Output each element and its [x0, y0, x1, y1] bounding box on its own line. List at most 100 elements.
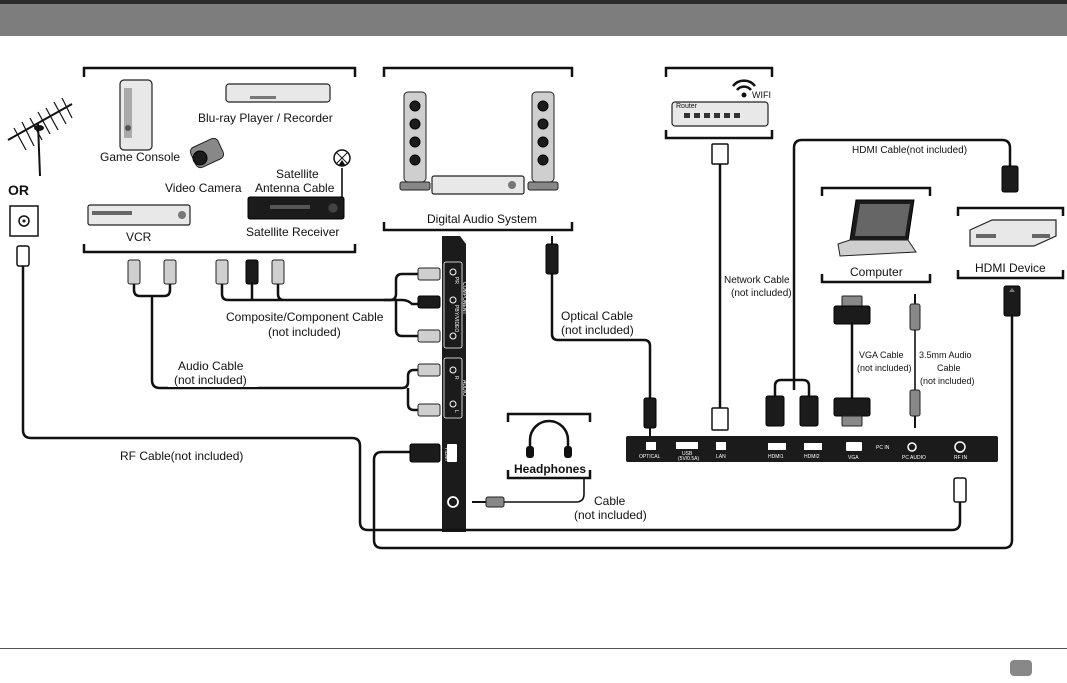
side-audio-label: AUDIO	[461, 380, 467, 396]
antenna-icon	[7, 97, 73, 177]
network-cable-label-2: (not included)	[731, 288, 792, 299]
hdmi-device-label: HDMI Device	[975, 261, 1046, 275]
bluray-player-icon	[225, 83, 331, 103]
rear-usb-sub-label: (5V/0.5A)	[678, 456, 699, 462]
rf-plug-rear-icon	[953, 477, 967, 503]
laptop-icon	[837, 199, 917, 257]
headphone-plug-icon	[472, 496, 505, 508]
headphone-cable-label-2: (not included)	[574, 508, 647, 522]
vga-plug-top-icon	[833, 295, 871, 325]
side-r-label: R	[453, 376, 459, 380]
rear-lan-label: LAN	[716, 454, 726, 460]
audio-35-plug-top-icon	[909, 294, 921, 331]
hdmi-plug-side-icon	[409, 443, 441, 463]
rca-plugs-audio-icon	[127, 259, 177, 285]
optical-cable	[550, 274, 652, 398]
vga-cable-label-1: VGA Cable	[859, 350, 904, 360]
rear-hdmi1-label: HDMI1	[768, 454, 784, 460]
audio35-label-3: (not included)	[920, 376, 975, 386]
bluray-label: Blu-ray Player / Recorder	[198, 111, 333, 125]
headphone-cable	[504, 478, 585, 503]
side-pr-label: PR	[453, 277, 459, 284]
side-hdmi-label: HDMI	[443, 448, 449, 461]
connection-diagram: OR Game Console Blu-ray Player / Recorde…	[7, 66, 1065, 550]
rear-rfin-label: RF IN	[954, 455, 967, 461]
headphones-box	[506, 412, 592, 480]
headphone-cable-label-1: Cable	[594, 494, 626, 508]
satellite-antenna-cable	[340, 168, 343, 199]
rca-plugs-side-component-icon	[417, 267, 441, 343]
audio-cable-label-2: (not included)	[174, 373, 247, 387]
computer-box	[820, 186, 932, 284]
page-badge	[1010, 660, 1032, 676]
side-yvideo-label: Y/VIDEO	[453, 312, 459, 332]
optical-plug-bottom-icon	[643, 397, 657, 436]
hdmi-device-box	[956, 206, 1065, 280]
router-box	[664, 66, 774, 140]
lan-plug-bottom-icon	[711, 407, 729, 431]
optical-cable-label-1: Optical Cable	[561, 309, 633, 323]
side-component-label: COMPONENT	[461, 282, 467, 315]
source-devices-box	[82, 66, 357, 254]
rear-optical-label: OPTICAL	[639, 454, 661, 460]
hdmi-plug-rear-1-icon	[765, 395, 785, 427]
network-cable-label-1: Network Cable	[724, 275, 790, 286]
hdmi-side-cable	[372, 316, 1014, 550]
footer-divider	[0, 648, 1067, 649]
hdmi-device-icon	[969, 219, 1057, 247]
component-cable	[220, 272, 418, 338]
headphones-label: Headphones	[514, 462, 586, 476]
audio-rca-cable	[132, 284, 418, 412]
satellite-receiver-label: Satellite Receiver	[246, 225, 339, 239]
rf-cable-label: RF Cable(not included)	[120, 449, 243, 463]
computer-label: Computer	[850, 265, 903, 279]
hdmi-cable-label: HDMI Cable(not included)	[852, 145, 967, 156]
headphones-icon	[526, 419, 572, 458]
optical-plug-top-icon	[545, 236, 559, 275]
wifi-label: WIFI	[752, 90, 771, 100]
tv-side-panel	[442, 236, 466, 532]
rear-vga-label: VGA	[848, 455, 859, 461]
audio-receiver-icon	[431, 175, 525, 195]
wifi-icon	[732, 79, 756, 98]
side-pb-label: PB	[453, 305, 459, 312]
video-camera-label: Video Camera	[165, 181, 242, 195]
rear-pcaudio-label: PC AUDIO	[902, 455, 926, 461]
digital-audio-label: Digital Audio System	[427, 212, 537, 226]
audio-35-plug-bottom-icon	[909, 389, 921, 428]
satellite-antenna-label-1: Satellite	[276, 167, 319, 181]
rca-plugs-side-audio-icon	[417, 363, 441, 417]
rca-plugs-component-icon	[215, 259, 285, 285]
video-camera-icon	[189, 137, 225, 169]
rear-pcin-label: PC IN	[876, 445, 890, 451]
game-console-icon	[119, 79, 153, 151]
speaker-left-icon	[399, 91, 431, 191]
vcr-icon	[87, 204, 191, 226]
vga-plug-bottom-icon	[833, 397, 871, 427]
hdmi-plug-rear-2-icon	[799, 395, 819, 427]
composite-cable-label-1: Composite/Component Cable	[226, 310, 384, 324]
rear-hdmi2-label: HDMI2	[804, 454, 820, 460]
game-console-label: Game Console	[100, 150, 180, 164]
audio35-label-1: 3.5mm Audio	[919, 350, 972, 360]
rf-cable	[21, 266, 962, 532]
hdmi-cable-top	[792, 138, 1012, 390]
optical-cable-label-2: (not included)	[561, 323, 634, 337]
hdmi-plug-device-icon	[1003, 285, 1021, 317]
vcr-label: VCR	[126, 230, 152, 244]
hdmi-plug-top-icon	[1001, 165, 1019, 193]
satellite-antenna-label-2: Antenna Cable	[255, 181, 335, 195]
rear-usb-label: USB	[682, 451, 693, 457]
lan-plug-top-icon	[711, 143, 729, 165]
tv-rear-panel	[626, 436, 998, 462]
audio35-label-2: Cable	[937, 363, 961, 373]
side-l-label: L	[453, 410, 459, 413]
satellite-receiver-icon	[247, 196, 345, 220]
composite-cable-label-2: (not included)	[268, 325, 341, 339]
speaker-right-icon	[527, 91, 559, 191]
vga-cable-label-2: (not included)	[857, 363, 912, 373]
or-label: OR	[8, 182, 29, 198]
hdmi-splitter	[773, 378, 811, 396]
wall-outlet-icon	[9, 205, 39, 237]
audio-cable-label-1: Audio Cable	[178, 359, 244, 373]
